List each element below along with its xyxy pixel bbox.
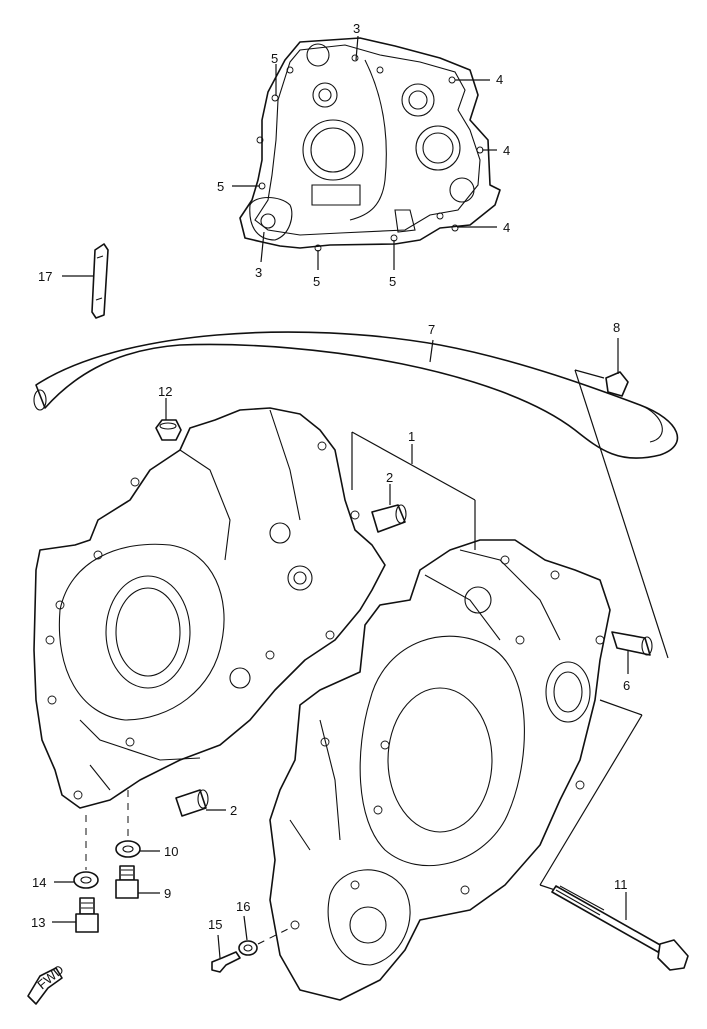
callout-4: 4 bbox=[503, 220, 510, 235]
right-crankcase-half bbox=[269, 539, 611, 1001]
callout-9: 9 bbox=[164, 886, 171, 901]
crankcase-inner-view bbox=[239, 37, 501, 252]
bolt-part-11 bbox=[551, 885, 689, 971]
fwd-arrow-icon: FWD bbox=[27, 962, 67, 1005]
callout-10: 10 bbox=[164, 844, 178, 859]
callout-3: 3 bbox=[255, 265, 262, 280]
callout-4: 4 bbox=[503, 143, 510, 158]
callout-13: 13 bbox=[31, 915, 45, 930]
lower-small-parts bbox=[52, 790, 291, 973]
dowel-pins bbox=[175, 484, 653, 817]
callout-labels: 3 5 4 4 5 4 3 5 5 17 7 8 12 1 2 6 2 10 1… bbox=[31, 21, 630, 932]
callout-5: 5 bbox=[313, 274, 320, 289]
callout-1: 1 bbox=[408, 429, 415, 444]
callout-7: 7 bbox=[428, 322, 435, 337]
callout-5: 5 bbox=[271, 51, 278, 66]
callout-5: 5 bbox=[389, 274, 396, 289]
hose-part-7 bbox=[33, 331, 679, 459]
clip-part-8 bbox=[605, 338, 629, 397]
callout-16: 16 bbox=[236, 899, 250, 914]
callout-11: 11 bbox=[614, 877, 628, 892]
part1-leader-lines bbox=[351, 369, 669, 891]
callout-15: 15 bbox=[208, 917, 222, 932]
left-crankcase-half bbox=[33, 407, 386, 809]
clamp-part-17 bbox=[62, 243, 109, 319]
callout-17: 17 bbox=[38, 269, 52, 284]
callout-2: 2 bbox=[386, 470, 393, 485]
callout-3: 3 bbox=[353, 21, 360, 36]
top-leader-lines bbox=[232, 35, 497, 270]
callout-6: 6 bbox=[623, 678, 630, 693]
fwd-label: FWD bbox=[34, 962, 66, 993]
callout-2: 2 bbox=[230, 803, 237, 818]
callout-4: 4 bbox=[496, 72, 503, 87]
callout-12: 12 bbox=[158, 384, 172, 399]
callout-8: 8 bbox=[613, 320, 620, 335]
callout-5: 5 bbox=[217, 179, 224, 194]
callout-14: 14 bbox=[32, 875, 46, 890]
plug-part-12 bbox=[155, 398, 182, 441]
